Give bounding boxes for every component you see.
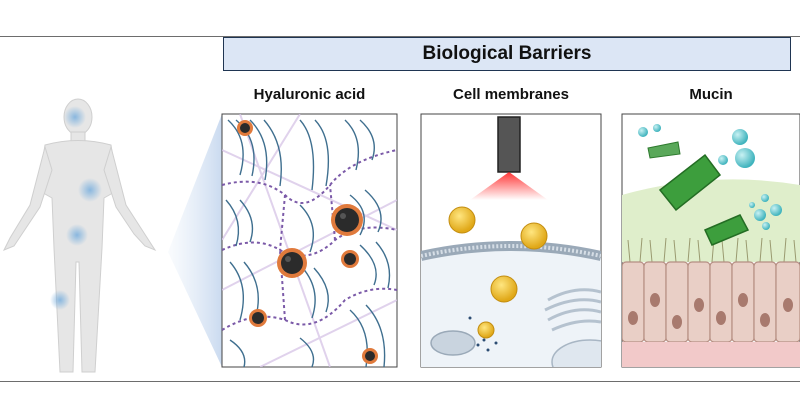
panel-label-mucin: Mucin — [689, 86, 733, 103]
top-border-line — [0, 36, 800, 37]
panel-hyaluronic-acid — [221, 113, 398, 368]
laser-emitter — [497, 116, 521, 173]
nanoparticle-large — [331, 204, 363, 236]
panel-label-hyaluronic-acid: Hyaluronic acid — [253, 86, 366, 103]
cell-membrane-scene — [421, 116, 601, 367]
body-glow-spots — [50, 106, 102, 310]
nanoparticle-medium — [277, 248, 307, 278]
gold-particle — [520, 222, 548, 250]
bottom-border-line — [0, 381, 800, 382]
gold-particle — [490, 275, 518, 303]
mitochondrion — [430, 330, 476, 356]
hyaluronic-acid-network — [222, 114, 397, 367]
golgi-apparatus — [544, 288, 601, 332]
epithelial-cells — [622, 261, 800, 343]
mucin-scene — [622, 124, 800, 367]
mucin-fiber — [647, 141, 750, 246]
gold-particle — [448, 206, 476, 234]
title-banner: Biological Barriers — [223, 37, 791, 71]
laser-beam — [470, 172, 548, 200]
nucleus — [551, 339, 601, 367]
gold-particle — [477, 321, 495, 339]
zoom-wedge — [168, 114, 222, 367]
nanoparticle-small — [237, 120, 378, 364]
panel-label-cell-membranes: Cell membranes — [453, 86, 569, 103]
page-title: Biological Barriers — [422, 43, 592, 64]
water-bubbles — [638, 124, 782, 230]
